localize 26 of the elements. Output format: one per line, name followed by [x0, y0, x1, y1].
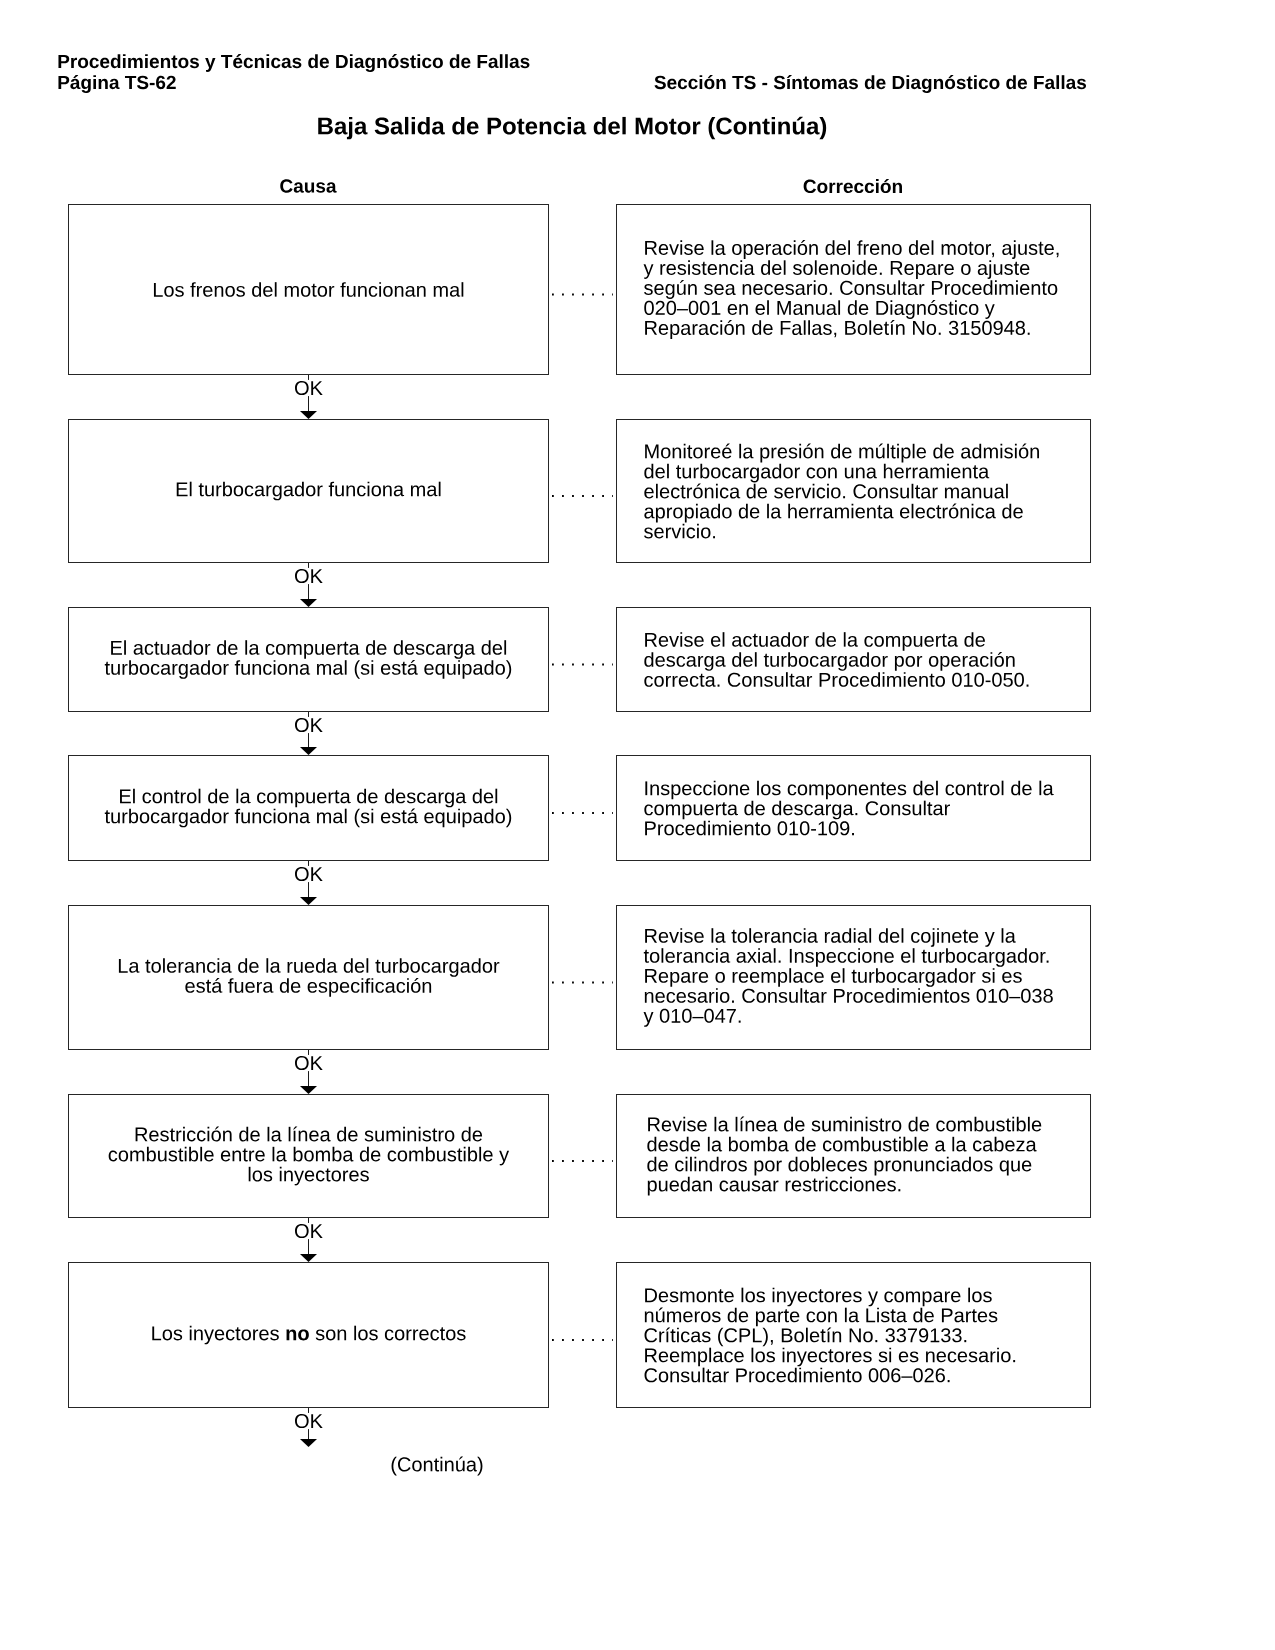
edge-label: OK — [293, 567, 324, 585]
continuation-note: (Continúa) — [391, 1456, 483, 1476]
edge-label: OK — [293, 865, 324, 883]
correction-box: Revise el actuador de la compuerta de descarga del turbocargador por operación correcta. Consultar Procedimiento 010-050. — [616, 607, 1091, 712]
cause-box: El actuador de la compuerta de descarga del turbocargador funciona mal (si está equipado) — [68, 607, 549, 712]
edge-label: OK — [293, 1412, 324, 1430]
edge-label: OK — [293, 1222, 324, 1240]
cause-box: Restricción de la línea de suministro de combustible entre la bomba de combustible y los inyectores — [68, 1094, 549, 1218]
cause-box: El turbocargador funciona mal — [68, 419, 549, 563]
correction-box: Desmonte los inyectores y compare los números de parte con la Lista de Partes Críticas (CPL), Boletín No. 3379133. Reemplace los inyectores si es necesario. Consultar Procedimiento 006–026. — [616, 1262, 1091, 1408]
header-text: Página TS-62 — [58, 75, 176, 93]
edge-label: OK — [293, 1054, 324, 1072]
header-text: Sección TS - Síntomas de Diagnóstico de Fallas — [654, 75, 1086, 93]
correction-box: Inspeccione los componentes del control de la compuerta de descarga. Consultar Procedimiento 010-109. — [616, 755, 1091, 861]
cause-box: Los inyectores no son los correctos — [68, 1262, 549, 1408]
correction-box: Revise la tolerancia radial del cojinete y la tolerancia axial. Inspeccione el turbocargador. Repare o reemplace el turbocargador si es necesario. Consultar Procedimientos 010–038 y 010–047. — [616, 905, 1091, 1050]
edge-label: OK — [293, 379, 324, 397]
edge-label: OK — [293, 716, 324, 734]
header-text: Procedimientos y Técnicas de Diagnóstico de Fallas — [58, 54, 530, 72]
correction-box: Monitoreé la presión de múltiple de admisión del turbocargador con una herramienta electrónica de servicio. Consultar manual apropiado de la herramienta electrónica de servicio. — [616, 419, 1091, 563]
cause-box: La tolerancia de la rueda del turbocargador está fuera de especificación — [68, 905, 549, 1050]
cause-box: Los frenos del motor funcionan mal — [68, 204, 549, 375]
correction-box: Revise la operación del freno del motor, ajuste, y resistencia del solenoide. Repare o ajuste según sea necesario. Consultar Procedimiento 020–001 en el Manual de Diagnóstico y Reparación de Fallas, Boletín No. 3150948. — [616, 204, 1091, 375]
cause-box: El control de la compuerta de descarga del turbocargador funciona mal (si está equipado) — [68, 755, 549, 861]
title: Baja Salida de Potencia del Motor (Continúa) — [318, 116, 827, 140]
correction-box: Revise la línea de suministro de combustible desde la bomba de combustible a la cabeza de cilindros por dobleces pronunciados que puedan causar restricciones. — [616, 1094, 1091, 1218]
